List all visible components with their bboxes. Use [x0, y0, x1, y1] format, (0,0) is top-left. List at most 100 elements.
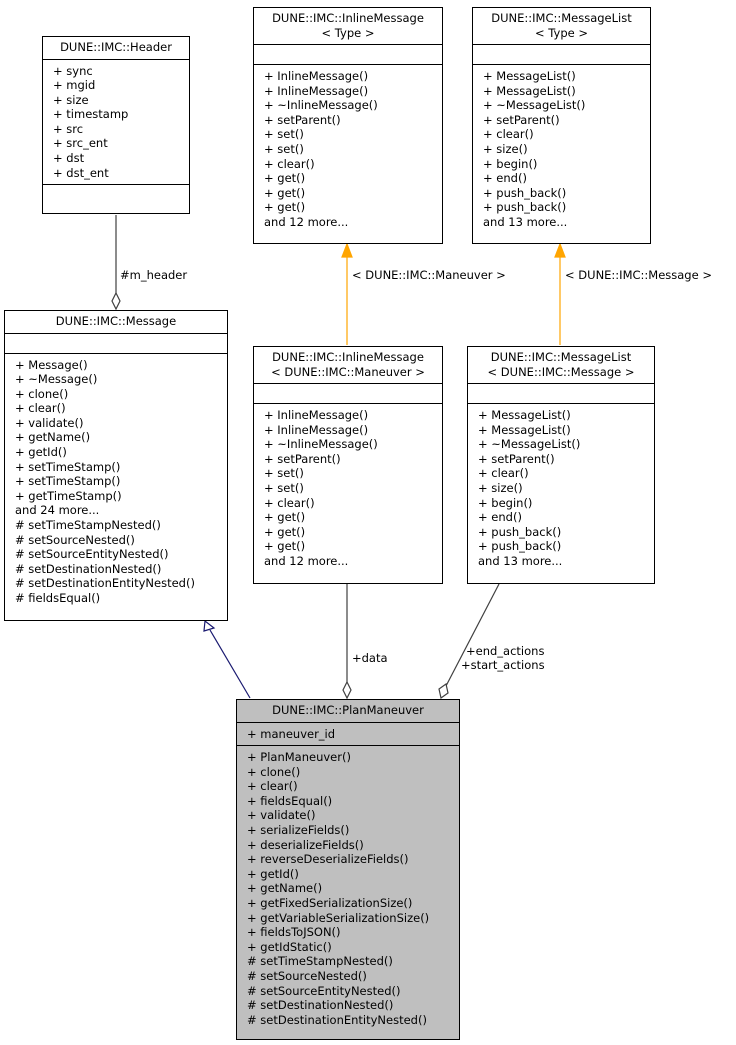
- method-entry: and 12 more...: [264, 214, 349, 229]
- method-entry: + size(): [478, 480, 523, 495]
- method-entry: + Message(): [15, 357, 88, 372]
- method-entry: + getFixedSerializationSize(): [247, 896, 413, 911]
- methods-section: + InlineMessage()+ InlineMessage()+ ~Inl…: [254, 403, 442, 573]
- attribute-entry: + src_ent: [53, 136, 108, 151]
- method-entry: + fieldsToJSON(): [247, 925, 341, 940]
- method-entry: + reverseDeserializeFields(): [247, 852, 409, 867]
- attributes-section: [254, 44, 442, 64]
- inheritance-edge-plan-to-message: [209, 629, 251, 699]
- method-entry: + getId(): [15, 445, 67, 460]
- template-arrowhead-maneuver: [341, 242, 353, 258]
- method-entry: + serializeFields(): [247, 823, 350, 838]
- class-box-message: DUNE::IMC::Message+ Message()+ ~Message(…: [4, 310, 228, 621]
- composition-edge-actions: [445, 583, 500, 687]
- method-entry: # setTimeStampNested(): [247, 954, 393, 969]
- attribute-entry: + mgid: [53, 78, 96, 93]
- edge-label-m-header: #m_header: [120, 268, 188, 282]
- attribute-entry: + maneuver_id: [247, 726, 336, 741]
- method-entry: + ~InlineMessage(): [264, 98, 378, 113]
- method-entry: # setDestinationNested(): [15, 561, 162, 576]
- template-arrowhead-message: [554, 242, 566, 258]
- method-entry: + get(): [264, 510, 306, 525]
- method-entry: + clone(): [15, 386, 69, 401]
- method-entry: + getVariableSerializationSize(): [247, 910, 430, 925]
- method-entry: + setTimeStamp(): [15, 459, 121, 474]
- method-entry: # setSourceNested(): [15, 532, 135, 547]
- class-name: DUNE::IMC::InlineMessage< Type >: [254, 8, 442, 44]
- method-entry: + begin(): [478, 495, 533, 510]
- class-name-line: < Type >: [535, 25, 588, 40]
- composition-diamond-m-header: [111, 291, 121, 311]
- methods-section: + MessageList()+ MessageList()+ ~Message…: [468, 403, 654, 573]
- method-entry: + validate(): [15, 415, 84, 430]
- method-entry: + set(): [264, 466, 304, 481]
- method-entry: # fieldsEqual(): [15, 591, 101, 605]
- class-box-message-list-template: DUNE::IMC::MessageList< Type >+ MessageL…: [472, 7, 651, 244]
- method-entry: + clone(): [247, 764, 301, 779]
- method-entry: and 24 more...: [15, 503, 100, 518]
- method-entry: + clear(): [15, 401, 66, 416]
- class-name: DUNE::IMC::InlineMessage< DUNE::IMC::Man…: [254, 347, 442, 383]
- method-entry: # setSourceNested(): [247, 969, 367, 983]
- attribute-entry: + src: [53, 121, 84, 136]
- class-box-message-list-message: DUNE::IMC::MessageList< DUNE::IMC::Messa…: [467, 346, 655, 584]
- attributes-section: + maneuver_id: [237, 721, 459, 746]
- method-entry: and 13 more...: [478, 553, 563, 568]
- attributes-section: [468, 383, 654, 403]
- method-entry: + ~Message(): [15, 372, 98, 387]
- class-name-line: DUNE::IMC::Header: [60, 40, 172, 54]
- method-entry: + set(): [264, 127, 304, 142]
- class-box-header: DUNE::IMC::Header+ sync+ mgid+ size+ tim…: [42, 36, 190, 214]
- class-name: DUNE::IMC::MessageList< Type >: [473, 8, 650, 44]
- method-entry: + push_back(): [483, 200, 567, 215]
- method-entry: + getId(): [247, 866, 299, 881]
- method-entry: + begin(): [483, 156, 538, 171]
- attributes-section: [254, 383, 442, 403]
- methods-section: + InlineMessage()+ InlineMessage()+ ~Inl…: [254, 64, 442, 234]
- edge-label-message-template: < DUNE::IMC::Message >: [565, 268, 712, 282]
- class-name: DUNE::IMC::PlanManeuver: [237, 700, 459, 722]
- methods-section: + MessageList()+ MessageList()+ ~Message…: [473, 64, 650, 234]
- method-entry: + clear(): [247, 779, 298, 794]
- class-name-line: < DUNE::IMC::Message >: [487, 364, 635, 379]
- attributes-section: [473, 44, 650, 64]
- method-entry: + InlineMessage(): [264, 69, 369, 83]
- method-entry: # setSourceEntityNested(): [247, 983, 401, 998]
- method-entry: + InlineMessage(): [264, 83, 369, 98]
- method-entry: + get(): [264, 524, 306, 539]
- method-entry: + setParent(): [264, 451, 341, 466]
- method-entry: + validate(): [247, 808, 316, 823]
- method-entry: + get(): [264, 200, 306, 215]
- method-entry: # setDestinationEntityNested(): [15, 576, 195, 591]
- class-box-inline-message-maneuver: DUNE::IMC::InlineMessage< DUNE::IMC::Man…: [253, 346, 443, 584]
- class-name-line: DUNE::IMC::Message: [55, 314, 177, 328]
- method-entry: + set(): [264, 480, 304, 495]
- method-entry: + push_back(): [478, 539, 562, 554]
- attributes-section: + sync+ mgid+ size+ timestamp+ src+ src_…: [43, 58, 189, 185]
- method-entry: + set(): [264, 141, 304, 156]
- attribute-entry: + dst_ent: [53, 165, 109, 180]
- method-entry: + push_back(): [478, 524, 562, 539]
- methods-section: [43, 184, 189, 204]
- method-entry: + fieldsEqual(): [247, 793, 333, 808]
- method-entry: + ~InlineMessage(): [264, 437, 378, 452]
- attributes-section: [5, 332, 227, 353]
- method-entry: + MessageList(): [478, 408, 571, 422]
- method-entry: + clear(): [478, 466, 529, 481]
- method-entry: # setDestinationNested(): [247, 998, 394, 1013]
- class-name-line: DUNE::IMC::MessageList: [491, 11, 632, 25]
- edge-label-start-actions: +start_actions: [461, 658, 545, 672]
- class-name: DUNE::IMC::Header: [43, 37, 189, 59]
- attribute-entry: + size: [53, 92, 89, 107]
- method-entry: + get(): [264, 171, 306, 186]
- method-entry: + MessageList(): [483, 83, 576, 98]
- method-entry: + get(): [264, 185, 306, 200]
- method-entry: + end(): [478, 510, 522, 525]
- methods-section: + Message()+ ~Message()+ clone()+ clear(…: [5, 352, 227, 610]
- method-entry: + getName(): [15, 430, 91, 445]
- method-entry: + MessageList(): [478, 422, 571, 437]
- method-entry: + clear(): [264, 495, 315, 510]
- method-entry: # setSourceEntityNested(): [15, 547, 169, 562]
- methods-section: + PlanManeuver()+ clone()+ clear()+ fiel…: [237, 745, 459, 1031]
